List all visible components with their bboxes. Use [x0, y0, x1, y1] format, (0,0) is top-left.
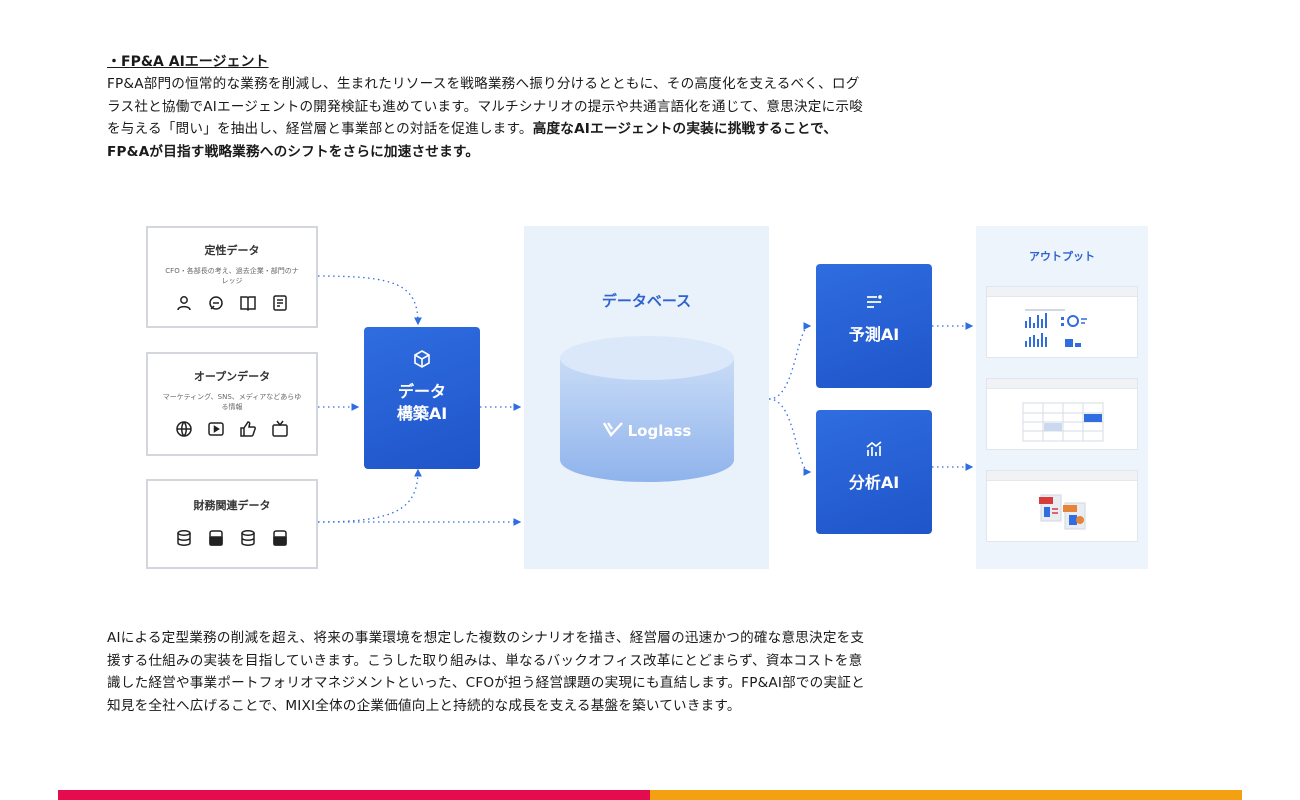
intro-line-3-text: を与える「問い」を抽出し、経営層と事業部との対話を促進します。 — [107, 121, 533, 137]
forecast-ai-label: 予測AI — [848, 325, 900, 344]
closing-line-2: 援する仕組みの実装を目指していきます。こうした取り組みは、単なるバックオフィス改… — [107, 652, 863, 669]
chart-thumbnail-icon — [1025, 309, 1087, 347]
tv-icon — [272, 420, 288, 437]
output-chart-card — [986, 286, 1138, 358]
chat-icon — [209, 296, 223, 310]
qualitative-data-box: 定性データ CFO・各部長の考え、過去企業・部門のナレッジ — [146, 226, 318, 328]
thumbs-up-icon — [240, 421, 256, 437]
database-icon — [241, 530, 255, 546]
data-builder-ai-line2: 構築AI — [396, 404, 448, 423]
data-builder-ai-box: データ 構築AI — [364, 327, 480, 469]
database-title: データベース — [601, 292, 692, 310]
video-icon — [208, 422, 224, 436]
connector-lines — [317, 275, 974, 526]
intro-line-3: を与える「問い」を抽出し、経営層と事業部との対話を促進します。高度なAIエージェ… — [107, 118, 1197, 141]
lines-icon — [867, 295, 882, 308]
globe-icon — [176, 421, 192, 437]
cube-icon — [414, 350, 430, 368]
data-builder-ai-line1: データ — [397, 382, 446, 401]
qualitative-data-title: 定性データ — [204, 244, 260, 257]
intro-bold-text: 高度なAIエージェントの実装に挑戦することで、 — [532, 121, 838, 137]
closing-paragraph: AIによる定型業務の削減を超え、将来の事業環境を想定した複数のシナリオを描き、経… — [107, 627, 1197, 717]
loglass-logo: Loglass — [524, 420, 769, 442]
intro-paragraph: FP&A部門の恒常的な業務を削減し、生まれたリソースを戦略業務へ振り分けるととも… — [107, 73, 1197, 163]
qualitative-data-icons — [148, 294, 316, 312]
loglass-mark-icon — [602, 420, 624, 442]
database-panel: データベース Loglass — [524, 226, 769, 569]
intro-bold-line: FP&Aが目指す戦略業務へのシフトをさらに加速させます。 — [107, 143, 480, 160]
intro-line-2: ラス社と協働でAIエージェントの開発検証も進めています。マルチシナリオの提示や共… — [107, 98, 863, 115]
output-title: アウトプット — [1029, 250, 1095, 263]
person-icon — [177, 296, 191, 311]
financial-data-box: 財務関連データ — [146, 479, 318, 569]
intro-line-1: FP&A部門の恒常的な業務を削減し、生まれたリソースを戦略業務へ振り分けるととも… — [107, 76, 860, 92]
closing-line-3: 識した経営や事業ポートフォリオマネジメントといった、CFOが担う経営課題の実現に… — [107, 675, 865, 691]
footer-red-bar — [58, 790, 650, 800]
output-table-card — [986, 378, 1138, 450]
server-icon — [273, 530, 287, 546]
architecture-diagram: 定性データ CFO・各部長の考え、過去企業・部門のナレッジ オープンデータ マー… — [146, 224, 1150, 574]
open-data-icons — [148, 420, 316, 438]
analysis-ai-label: 分析AI — [848, 473, 900, 492]
forecast-ai-box: 予測AI — [816, 264, 932, 388]
server-icon — [209, 530, 223, 546]
financial-data-icons — [148, 529, 316, 547]
closing-line-4: 知見を全社へ広げることで、MIXI全体の企業価値向上と持続的な成長を支える基盤を… — [107, 697, 741, 714]
analysis-ai-box: 分析AI — [816, 410, 932, 534]
qualitative-data-desc: CFO・各部長の考え、過去企業・部門のナレッジ — [165, 267, 299, 285]
financial-data-title: 財務関連データ — [193, 499, 271, 512]
intro-line-4: FP&Aが目指す戦略業務へのシフトをさらに加速させます。 — [107, 141, 1197, 164]
loglass-brand-text: Loglass — [627, 422, 692, 440]
footer-orange-bar — [650, 790, 1242, 800]
file-thumbnail-icon — [1039, 494, 1086, 530]
bar-chart-icon — [866, 441, 882, 456]
document-icon — [273, 295, 287, 311]
database-cylinder — [560, 336, 734, 482]
open-data-title: オープンデータ — [193, 370, 271, 383]
output-files-card — [986, 470, 1138, 542]
section-heading: ・FP&A AIエージェント — [107, 54, 269, 70]
table-thumbnail-icon — [1022, 402, 1104, 442]
database-icon — [177, 530, 191, 546]
book-icon — [240, 296, 256, 312]
closing-line-1: AIによる定型業務の削減を超え、将来の事業環境を想定した複数のシナリオを描き、経… — [107, 630, 865, 646]
output-panel: アウトプット — [976, 226, 1148, 569]
open-data-desc: マーケティング、SNS、メディアなどあらゆる情報 — [162, 393, 302, 411]
open-data-box: オープンデータ マーケティング、SNS、メディアなどあらゆる情報 — [146, 352, 318, 456]
